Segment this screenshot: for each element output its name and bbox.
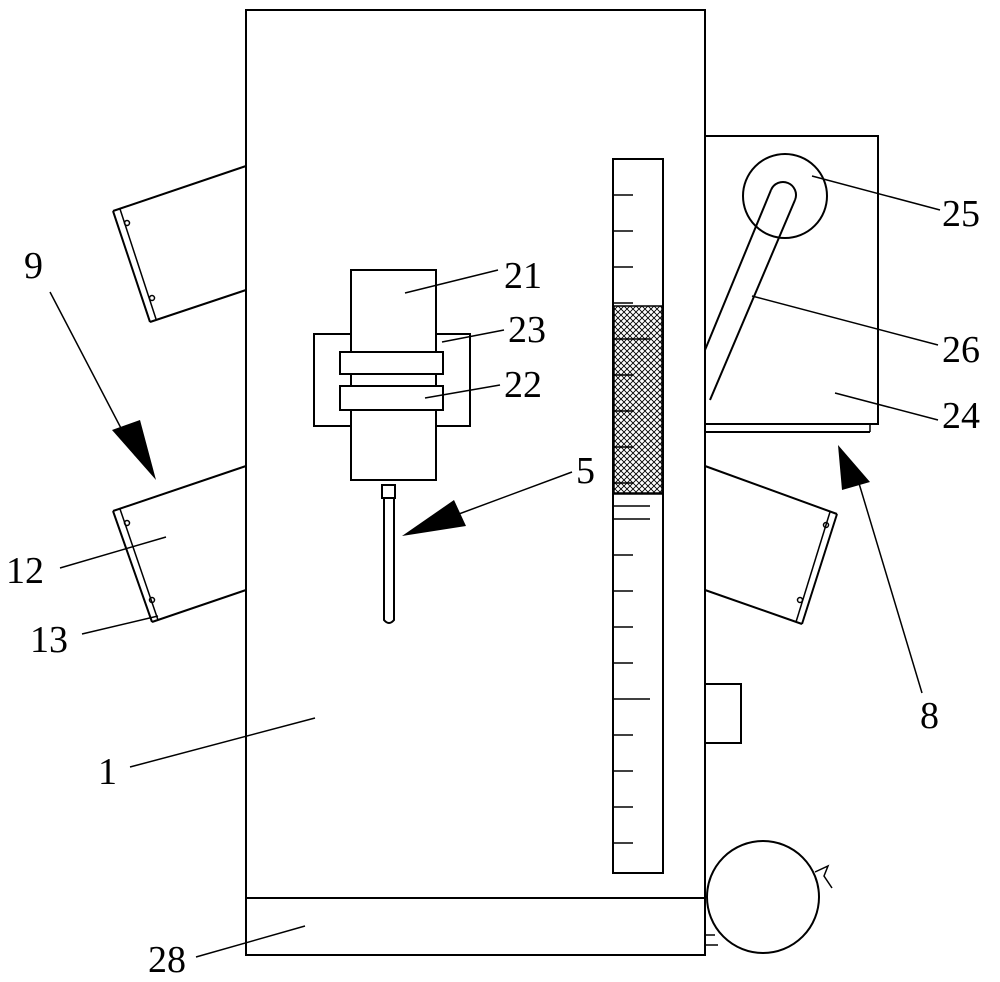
main-body: [245, 9, 706, 956]
upper-ring: [339, 351, 444, 375]
label-25: 25: [942, 193, 980, 235]
label-22: 22: [504, 364, 542, 406]
label-28: 28: [148, 939, 186, 981]
side-switch-box: [704, 683, 742, 744]
sensor-assembly: [313, 269, 471, 624]
left-upper-bracket: [112, 165, 247, 323]
probe-connector: [381, 484, 396, 499]
arrow-9: [49, 291, 156, 480]
label-24: 24: [942, 395, 980, 437]
bottom-wheel: [705, 840, 833, 954]
label-13: 13: [30, 619, 68, 661]
arrow-8: [838, 445, 923, 694]
label-1: 1: [98, 751, 117, 793]
label-8: 8: [920, 695, 939, 737]
label-21: 21: [504, 255, 542, 297]
probe-rod: [383, 498, 395, 624]
label-23: 23: [508, 309, 546, 351]
label-26: 26: [942, 329, 980, 371]
right-housing: [704, 135, 879, 433]
right-lower-bracket: [704, 465, 838, 625]
arrow-5: [402, 471, 573, 536]
leader-lines: [59, 175, 941, 958]
label-9: 9: [24, 245, 43, 287]
label-12: 12: [6, 550, 44, 592]
left-lower-bracket: [112, 465, 247, 623]
measuring-scale: [612, 158, 664, 874]
label-5: 5: [576, 450, 595, 492]
pulley-wheel: [742, 153, 828, 239]
